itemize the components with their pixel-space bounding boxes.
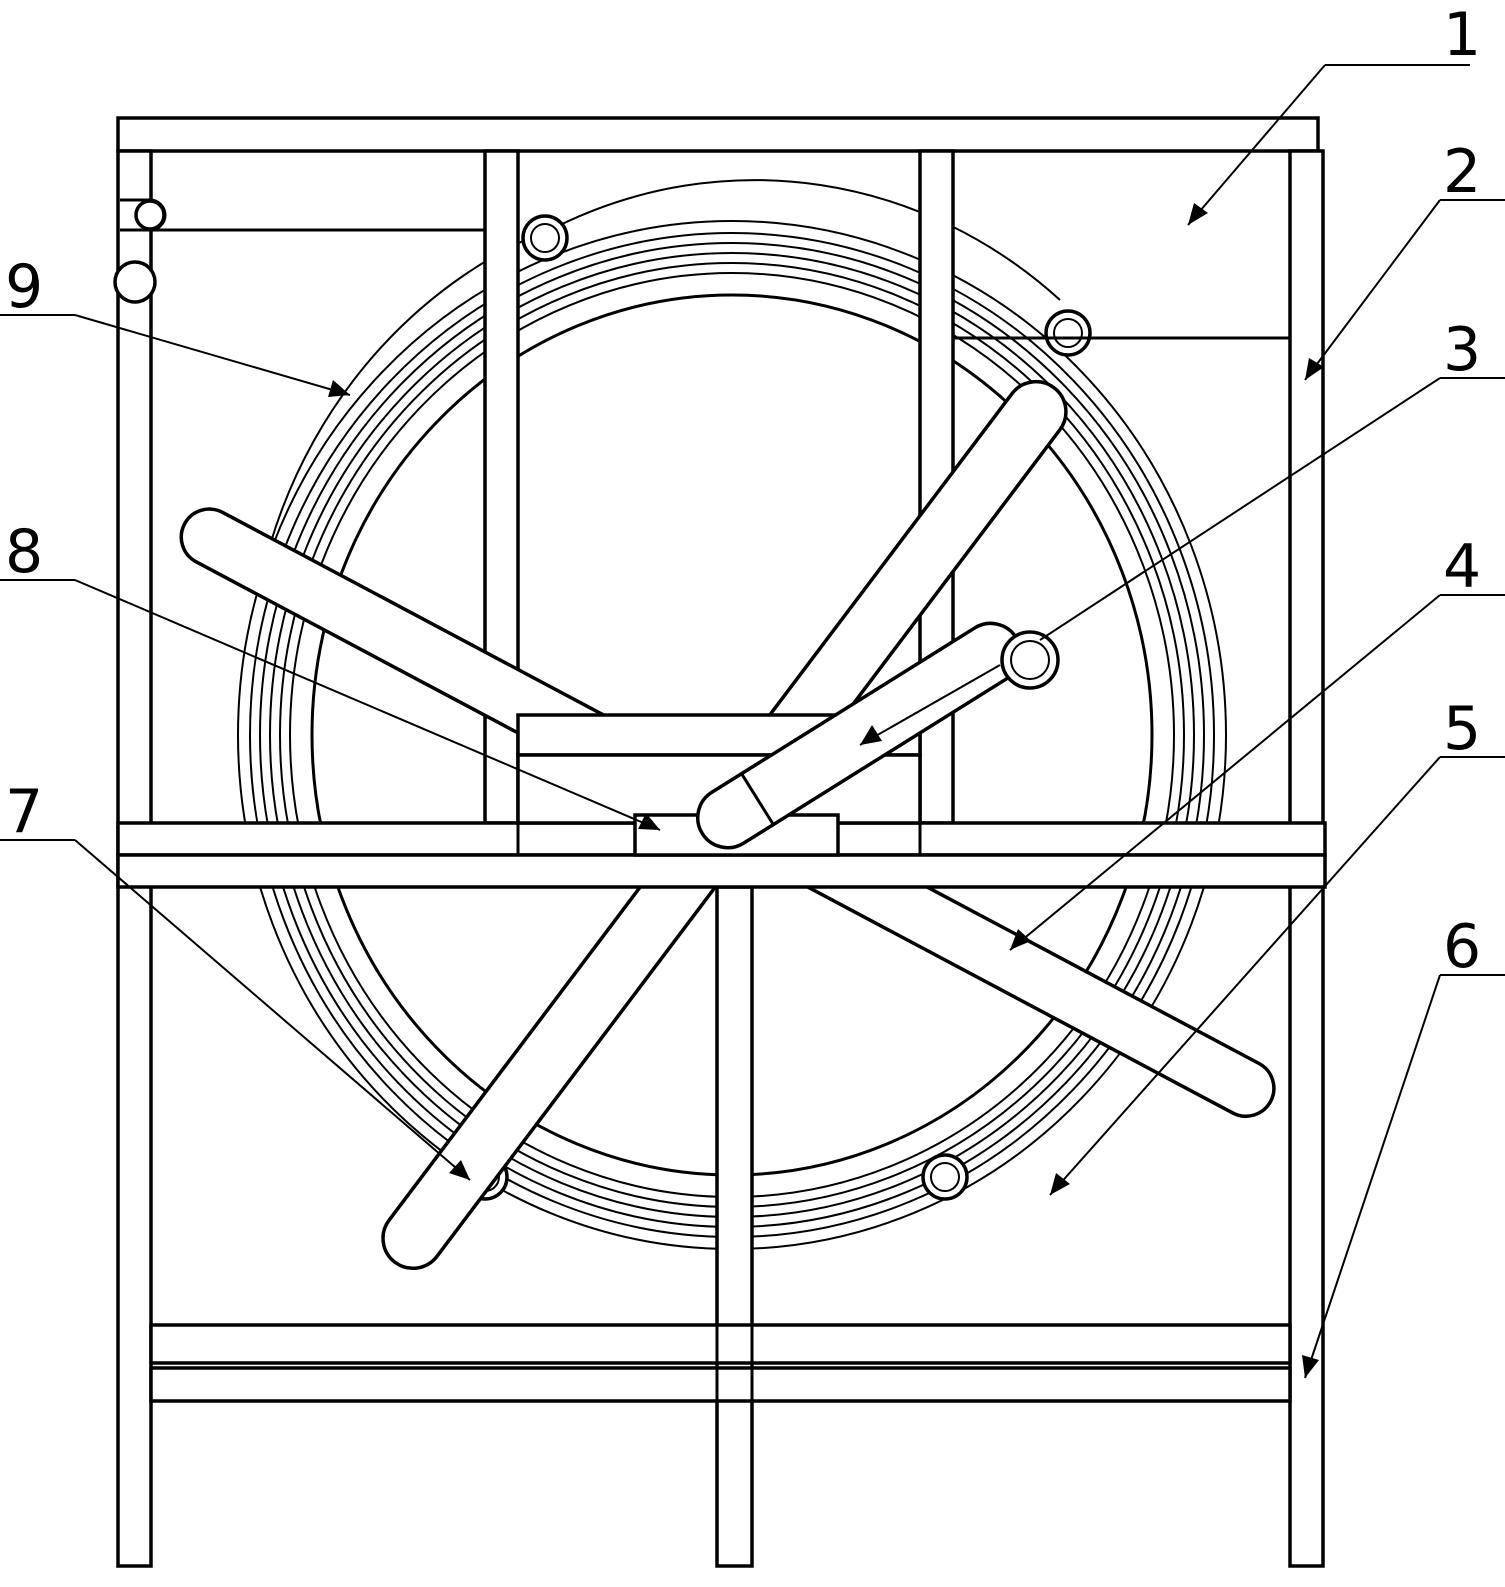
leader-lines: [0, 64, 1505, 1379]
left-bracket-rollers: [113, 198, 167, 304]
label-9: 9: [5, 252, 43, 322]
label-5: 5: [1443, 694, 1481, 764]
label-6: 6: [1443, 912, 1481, 982]
short-handle-arm: [696, 621, 1060, 850]
label-8: 8: [5, 517, 43, 587]
roller-bottom-right: [921, 1153, 969, 1201]
label-7: 7: [5, 777, 43, 847]
roller-upper-right: [1044, 309, 1092, 357]
label-4: 4: [1443, 532, 1481, 602]
roller-top: [521, 214, 569, 262]
label-3: 3: [1443, 315, 1481, 385]
label-1: 1: [1443, 0, 1481, 70]
part-labels: 1 2 3 4 5 6 7 8 9: [5, 0, 1481, 982]
label-2: 2: [1443, 137, 1481, 207]
